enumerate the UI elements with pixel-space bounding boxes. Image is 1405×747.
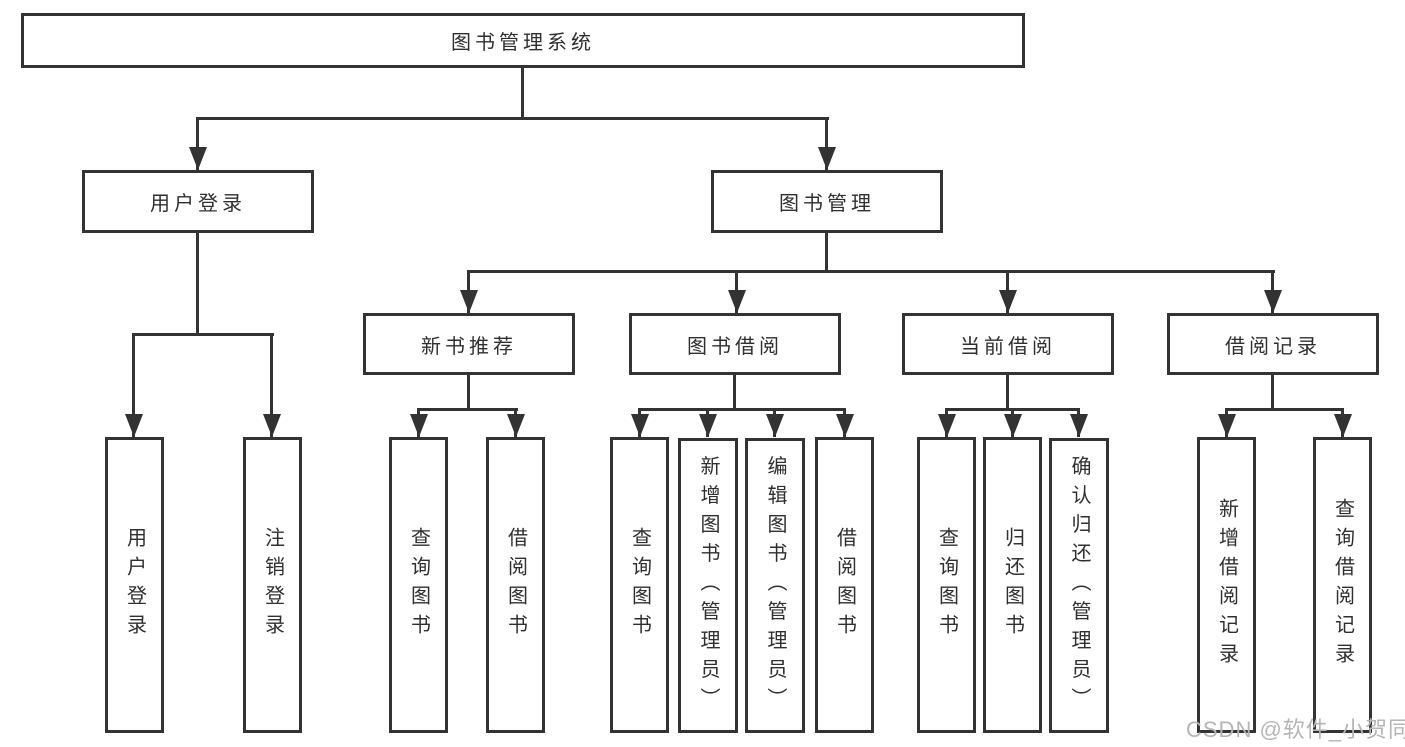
arrow-to-nb-borrow-books [506, 408, 525, 437]
leaf-label: 借阅图书 [504, 527, 527, 643]
node-new-book-recommend: 新书推荐 [363, 313, 575, 375]
leaf-bb-query-books: 查询图书 [610, 437, 669, 733]
connector-new-book-branch [417, 408, 518, 411]
connector-book-borrowing-stem [733, 373, 736, 411]
leaf-label: 归还图书 [1001, 527, 1024, 643]
node-label: 图书管理系统 [451, 32, 595, 54]
arrow-to-br-add-record [1217, 408, 1236, 437]
leaf-label: 编辑图书（管理员） [764, 455, 786, 716]
leaf-nb-query-books: 查询图书 [389, 437, 448, 733]
leaf-logout-login: 注销登录 [243, 437, 302, 733]
arrow-to-br-query-record [1333, 408, 1352, 437]
arrow-to-nb-query-books [409, 408, 428, 437]
leaf-label: 查询借阅记录 [1331, 498, 1354, 672]
leaf-label: 查询图书 [935, 527, 958, 643]
leaf-label: 新增借阅记录 [1215, 498, 1238, 672]
node-current-borrowing: 当前借阅 [902, 313, 1114, 375]
leaf-label: 用户登录 [123, 527, 146, 643]
csdn-watermark: CSDN @软件_小贺同学 [1186, 717, 1405, 742]
arrow-to-bb-borrow-books [835, 408, 854, 437]
leaf-cb-confirm-return-admin: 确认归还（管理员） [1049, 438, 1109, 733]
leaf-br-query-record: 查询借阅记录 [1313, 437, 1372, 733]
arrow-to-current-borrowing [998, 270, 1017, 313]
connector-borrow-records-branch [1225, 408, 1344, 411]
arrow-to-bb-query-books [630, 408, 649, 437]
connector-user-login-stem [196, 233, 199, 334]
node-book-borrowing: 图书借阅 [629, 313, 841, 375]
node-label: 图书管理 [779, 193, 875, 215]
arrow-to-user-login-leaf [124, 333, 143, 437]
connector-level3-branch [467, 270, 1275, 273]
node-user-login: 用户登录 [82, 170, 314, 233]
leaf-bb-add-books-admin: 新增图书（管理员） [678, 438, 738, 733]
arrow-to-book-borrowing [727, 270, 746, 313]
leaf-bb-borrow-books: 借阅图书 [815, 437, 874, 733]
leaf-bb-edit-books-admin: 编辑图书（管理员） [745, 438, 805, 733]
leaf-label: 查询图书 [407, 527, 430, 643]
leaf-label: 确认归还（管理员） [1068, 455, 1090, 716]
node-label: 用户登录 [150, 193, 246, 215]
node-label: 当前借阅 [960, 335, 1056, 358]
leaf-cb-return-books: 归还图书 [983, 437, 1042, 733]
connector-borrow-records-stem [1271, 373, 1274, 411]
arrow-to-cb-return-books [1003, 408, 1022, 437]
arrow-to-new-book-recommend [459, 270, 478, 313]
arrow-to-user-login [188, 117, 207, 170]
connector-book-management-stem [825, 233, 828, 272]
node-label: 新书推荐 [421, 335, 517, 358]
connector-book-borrowing-branch [638, 408, 846, 411]
node-borrow-records: 借阅记录 [1167, 313, 1379, 375]
connector-new-book-stem [467, 373, 470, 411]
leaf-nb-borrow-books: 借阅图书 [486, 437, 545, 733]
leaf-label: 注销登录 [261, 527, 284, 643]
connector-root-stem [521, 68, 524, 117]
arrow-to-cb-confirm-return [1069, 408, 1088, 437]
leaf-label: 借阅图书 [833, 527, 856, 643]
leaf-label: 查询图书 [628, 527, 651, 643]
leaf-br-add-record: 新增借阅记录 [1197, 437, 1256, 733]
leaf-label: 新增图书（管理员） [697, 455, 719, 716]
node-book-management: 图书管理 [711, 170, 943, 233]
connector-level2-branch [196, 117, 829, 120]
leaf-user-login: 用户登录 [105, 437, 164, 733]
leaf-cb-query-books: 查询图书 [917, 437, 976, 733]
connector-current-borrowing-stem [1006, 373, 1009, 411]
arrow-to-logout-login [262, 333, 281, 437]
arrow-to-bb-add-books [698, 408, 717, 437]
node-label: 图书借阅 [687, 335, 783, 358]
node-library-management-system: 图书管理系统 [21, 13, 1025, 68]
arrow-to-borrow-records [1263, 270, 1282, 313]
node-label: 借阅记录 [1225, 335, 1321, 358]
arrow-to-book-management [817, 117, 836, 170]
connector-user-login-branch [133, 333, 274, 336]
arrow-to-bb-edit-books [765, 408, 784, 437]
arrow-to-cb-query-books [937, 408, 956, 437]
